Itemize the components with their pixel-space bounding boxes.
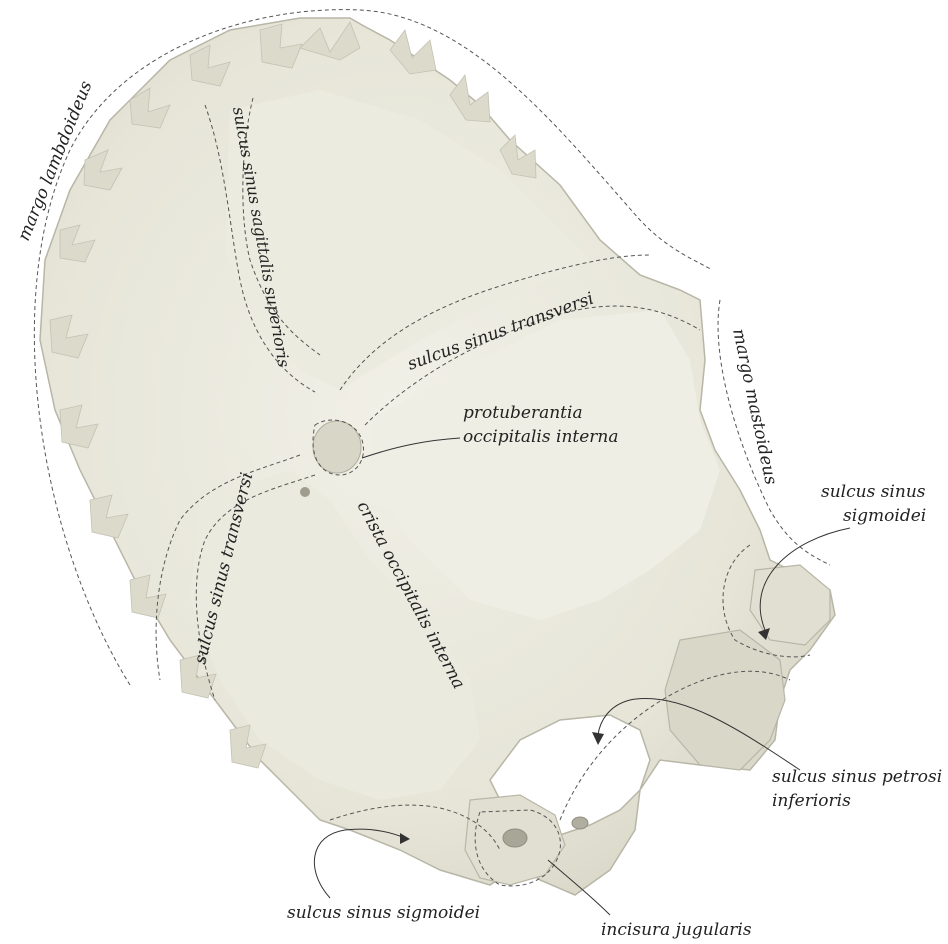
label-margo-mastoideus: margo mastoideus	[728, 327, 781, 487]
label-sulcus-sigmoidei-bottom: sulcus sinus sigmoidei	[287, 903, 480, 923]
occipital-bone	[40, 18, 835, 895]
label-incisura-jugularis: incisura jugularis	[601, 920, 752, 940]
small-vascular-foramen	[300, 487, 310, 497]
label-sulcus-petrosi-line1: sulcus sinus petrosi	[772, 767, 942, 787]
label-sulcus-sigmoidei-right-line2: sigmoidei	[843, 506, 926, 526]
small-foramen	[572, 817, 588, 829]
label-sulcus-petrosi-line2: inferioris	[772, 791, 851, 811]
condylar-canal	[503, 829, 527, 847]
label-protuberantia-line2: occipitalis interna	[463, 427, 619, 447]
label-sulcus-sigmoidei-right-line1: sulcus sinus	[821, 482, 926, 502]
label-protuberantia-line1: protuberantia	[463, 403, 583, 423]
